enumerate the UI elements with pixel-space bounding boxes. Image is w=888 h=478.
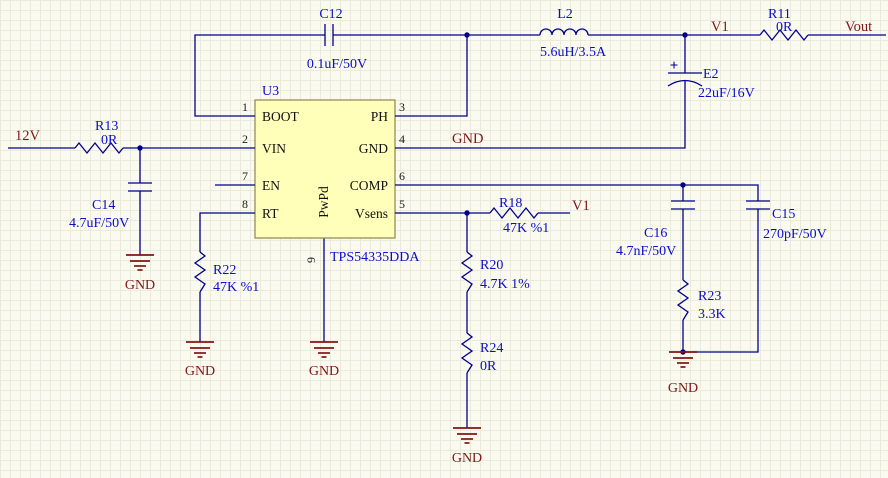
wire-boot[interactable]	[194, 34, 325, 117]
r11-designator: R11	[768, 7, 791, 22]
capacitor-e2[interactable]: + E2 22uF/16V	[667, 58, 755, 101]
net-label-vout[interactable]: Vout	[845, 19, 872, 35]
net-label-v1-vsens[interactable]: V1	[572, 198, 590, 214]
resistor-r23[interactable]: R23 3.3K	[676, 279, 726, 322]
c16-value: 4.7nF/50V	[616, 244, 676, 259]
r11-value: 0R	[776, 20, 793, 35]
pin-number-1: 1	[242, 100, 248, 114]
r18-value: 47K %1	[503, 221, 549, 236]
c12-designator: C12	[319, 7, 342, 22]
junction-dot	[682, 32, 688, 38]
ground-symbol-powerpad[interactable]	[310, 341, 338, 358]
net-label-12v[interactable]: 12V	[15, 128, 41, 144]
gnd-label-r24: GND	[452, 451, 482, 466]
wire-c15-gnd[interactable]	[683, 209, 759, 353]
pin-name-vsens: Vsens	[355, 206, 388, 221]
junction-dots	[137, 32, 688, 355]
wire-rt[interactable]	[199, 212, 215, 252]
r23-designator: R23	[698, 289, 721, 304]
ic-pin-stubs[interactable]	[215, 115, 435, 214]
e2-polarity-plus: +	[670, 58, 679, 74]
ic-part-number: TPS54335DDA	[330, 250, 420, 265]
junction-dot	[680, 182, 686, 188]
wire-sw-node[interactable]	[333, 34, 540, 117]
ic-u3[interactable]: U3 TPS54335DDA 1 2 7 8 3 4 6 5 9 BOOT VI…	[215, 84, 435, 265]
capacitor-c14[interactable]: C14 4.7uF/50V	[69, 182, 152, 231]
pin-name-comp: COMP	[350, 178, 388, 193]
gnd-label-c14: GND	[125, 278, 155, 293]
ground-symbol-comp[interactable]	[669, 351, 697, 368]
c14-designator: C14	[92, 198, 115, 213]
gnd-label-comp: GND	[668, 381, 698, 396]
r18-designator: R18	[499, 196, 522, 211]
wires	[8, 34, 886, 428]
ground-symbol-c14[interactable]	[126, 254, 154, 271]
ic-body[interactable]	[254, 99, 396, 239]
wire-vsens[interactable]	[435, 212, 490, 252]
pin-name-en: EN	[262, 178, 280, 193]
r20-designator: R20	[480, 258, 503, 273]
junction-dot	[137, 145, 143, 151]
pin-name-vin: VIN	[262, 141, 286, 156]
pin-name-boot: BOOT	[262, 109, 300, 124]
c14-value: 4.7uF/50V	[69, 216, 129, 231]
wire-gnd-rail[interactable]	[435, 80, 686, 149]
net-label-v1-top[interactable]: V1	[711, 19, 729, 35]
wire-vin[interactable]	[123, 147, 215, 183]
l2-designator: L2	[557, 7, 573, 22]
ground-symbol-r24[interactable]	[453, 427, 481, 444]
resistor-r24[interactable]: R24 0R	[460, 332, 503, 374]
capacitor-c12[interactable]: C12 0.1uF/50V	[307, 7, 367, 72]
r22-designator: R22	[213, 263, 236, 278]
resistor-r22[interactable]: R22 47K %1	[193, 251, 259, 295]
r22-value: 47K %1	[213, 280, 259, 295]
junction-dot	[464, 32, 470, 38]
r24-designator: R24	[480, 341, 503, 356]
pin-number-7: 7	[242, 169, 248, 183]
wire-comp[interactable]	[435, 184, 759, 201]
pin-number-5: 5	[399, 197, 405, 211]
ground-symbol-r22[interactable]	[186, 341, 214, 358]
e2-value: 22uF/16V	[698, 86, 755, 101]
r23-value: 3.3K	[698, 307, 726, 322]
pin-number-2: 2	[242, 132, 248, 146]
e2-designator: E2	[703, 67, 719, 82]
r13-value: 0R	[101, 133, 118, 148]
junction-dot	[464, 210, 470, 216]
c12-value: 0.1uF/50V	[307, 57, 367, 72]
capacitor-c15[interactable]: C15 270pF/50V	[746, 200, 827, 242]
resistor-r20[interactable]: R20 4.7K 1%	[460, 251, 530, 293]
resistor-r11[interactable]: R11 0R	[759, 7, 809, 42]
resistor-r18[interactable]: R18 47K %1	[489, 196, 549, 236]
pin-number-6: 6	[399, 169, 405, 183]
pin-number-4: 4	[399, 132, 405, 146]
r24-value: 0R	[480, 359, 497, 374]
r13-designator: R13	[95, 119, 118, 134]
l2-value: 5.6uH/3.5A	[540, 45, 607, 60]
inductor-l2[interactable]: L2 5.6uH/3.5A	[539, 7, 607, 60]
pin-number-9: 9	[304, 257, 318, 263]
pin-number-8: 8	[242, 197, 248, 211]
gnd-label-r22: GND	[185, 364, 215, 379]
c15-designator: C15	[772, 207, 795, 222]
capacitor-c16[interactable]: C16 4.7nF/50V	[616, 200, 695, 259]
ic-designator: U3	[262, 84, 279, 99]
c16-designator: C16	[644, 226, 667, 241]
pin-name-rt: RT	[262, 206, 279, 221]
r20-value: 4.7K 1%	[480, 277, 530, 292]
pin-name-ph: PH	[371, 109, 389, 124]
pin-name-pwpd: PwPd	[316, 186, 331, 218]
pin-name-gnd: GND	[359, 141, 388, 156]
wire-l2-to-r11[interactable]	[588, 34, 760, 73]
c15-value: 270pF/50V	[763, 227, 827, 242]
net-label-gnd-rail[interactable]: GND	[452, 131, 483, 147]
pin-number-3: 3	[399, 100, 405, 114]
resistor-r13[interactable]: R13 0R	[74, 119, 124, 155]
gnd-label-powerpad: GND	[309, 364, 339, 379]
